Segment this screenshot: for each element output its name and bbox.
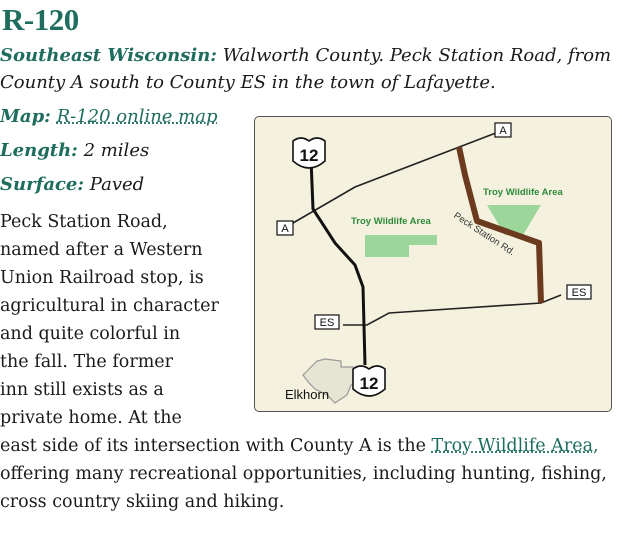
county-es-marker-left: ES <box>314 314 340 330</box>
body-line: private home. At the <box>0 408 182 428</box>
body-line: agricultural in character <box>0 296 219 316</box>
map-line: Map: R-120 online map <box>0 106 218 127</box>
county-a-label: A <box>499 125 507 137</box>
elkhorn-label: Elkhorn <box>285 387 329 402</box>
length-value: 2 miles <box>83 140 150 161</box>
length-line: Length: 2 miles <box>0 140 149 161</box>
map-svg: 12 12 A A ES ES Troy Wildlife Area Troy … <box>276 122 592 404</box>
region-label: Southeast Wisconsin: <box>0 45 217 66</box>
body-line: the fall. The former <box>0 352 174 372</box>
wildlife-area-west <box>365 235 437 257</box>
route-title: R-120 <box>2 2 79 37</box>
shield-number: 12 <box>300 146 319 165</box>
shield-number: 12 <box>360 374 379 393</box>
route-map: 12 12 A A ES ES Troy Wildlife Area Troy … <box>254 116 612 412</box>
county-es-marker-right: ES <box>566 284 592 300</box>
tail-text-after: offering many recreational opportunities… <box>0 464 607 512</box>
body-line: and quite colorful in <box>0 324 181 344</box>
map-label: Map: <box>0 106 51 127</box>
region-text: Walworth County. Peck Station Road, from… <box>0 45 612 93</box>
county-es-label: ES <box>320 317 335 329</box>
highway-12-road <box>309 158 367 366</box>
surface-label: Surface: <box>0 174 85 195</box>
us-12-shield-top: 12 <box>292 137 326 169</box>
body-line: Peck Station Road, <box>0 212 168 232</box>
tail-text-before: east side of its intersection with Count… <box>0 436 432 456</box>
county-es-road <box>343 294 562 326</box>
region-description: Southeast Wisconsin: Walworth County. Pe… <box>0 42 625 96</box>
us-12-shield-bottom: 12 <box>352 365 386 397</box>
description-body: Peck Station Road, named after a Western… <box>0 208 235 432</box>
body-line: named after a Western <box>0 240 203 260</box>
wildlife-area-label-west: Troy Wildlife Area <box>351 216 432 227</box>
county-a-marker-left: A <box>276 220 294 236</box>
county-a-label: A <box>281 223 289 235</box>
online-map-link[interactable]: R-120 online map <box>56 106 218 127</box>
body-line: Union Railroad stop, is <box>0 268 204 288</box>
troy-wildlife-link[interactable]: Troy Wildlife Area, <box>431 436 599 456</box>
surface-line: Surface: Paved <box>0 174 144 195</box>
county-es-label: ES <box>572 287 587 299</box>
peck-station-route <box>456 146 544 304</box>
length-label: Length: <box>0 140 78 161</box>
county-a-marker-top: A <box>494 122 512 138</box>
surface-value: Paved <box>89 174 145 195</box>
description-tail: east side of its intersection with Count… <box>0 432 628 516</box>
body-line: inn still exists as a <box>0 380 164 400</box>
wildlife-area-label-east: Troy Wildlife Area <box>483 187 564 198</box>
